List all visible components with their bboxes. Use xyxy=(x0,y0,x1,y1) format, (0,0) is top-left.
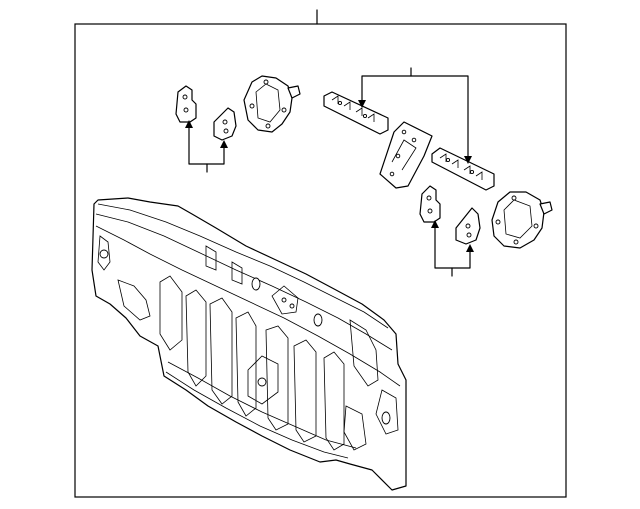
panel-right-rib xyxy=(349,319,379,387)
arrow-head xyxy=(464,156,472,164)
gusset-tab xyxy=(287,85,301,99)
bracket-hole xyxy=(466,232,472,238)
gusset-hole xyxy=(263,79,269,85)
panel-slot xyxy=(205,245,217,271)
bracket-hole xyxy=(427,208,433,214)
gusset-outline xyxy=(491,191,545,249)
arrow-head xyxy=(220,140,228,148)
arrow-head xyxy=(185,120,193,128)
panel-left-pocket xyxy=(117,279,151,321)
bracket-hole xyxy=(183,107,189,113)
gusset-tab xyxy=(539,201,553,215)
left-bracket-pair xyxy=(175,85,237,173)
right-bracket-pair xyxy=(419,185,481,277)
panel-bottom-trim xyxy=(165,371,349,459)
panel-lower-right-pocket xyxy=(343,405,367,451)
left-gusset-plate xyxy=(243,75,301,133)
panel-outline xyxy=(91,197,407,491)
bracket-hole xyxy=(465,223,471,229)
brace-hole xyxy=(395,153,401,159)
panel-rib xyxy=(265,325,289,431)
panel-center-plate xyxy=(247,355,279,405)
right-bracket-a xyxy=(419,185,441,223)
panel-top-flange-line xyxy=(97,203,389,329)
lower-rail-ribs xyxy=(439,153,483,180)
rail-hole xyxy=(337,100,343,106)
rear-body-panel-assembly xyxy=(91,197,407,491)
rail-hole xyxy=(362,113,368,119)
left-bracket-a xyxy=(175,85,197,123)
rail-hole xyxy=(445,157,451,163)
rail-hole xyxy=(469,169,475,175)
lower-rail xyxy=(431,147,495,191)
bracket-hole xyxy=(222,119,228,125)
gusset-hole xyxy=(495,219,501,225)
panel-hole xyxy=(381,411,391,425)
panel-upper-bracket xyxy=(271,285,299,315)
panel-left-inset xyxy=(97,235,111,271)
right-gusset-plate xyxy=(491,191,553,249)
panel-slot xyxy=(231,261,243,285)
gusset-hole xyxy=(249,103,255,109)
brace-inner xyxy=(391,139,417,171)
panel-shelf-lower-line xyxy=(95,225,401,387)
gusset-outline xyxy=(243,75,293,133)
panel-shelf-line xyxy=(95,213,393,351)
gusset-hole xyxy=(281,107,287,113)
arrow-head xyxy=(431,220,439,228)
upper-rail-ribs xyxy=(331,95,375,122)
gusset-hole xyxy=(511,195,517,201)
center-brace-plate xyxy=(379,121,433,189)
panel-hole xyxy=(313,313,323,327)
panel-rib xyxy=(159,275,183,351)
panel-right-pocket xyxy=(375,389,399,435)
arrow-head xyxy=(466,244,474,252)
upper-rail xyxy=(323,91,389,135)
gusset-hole xyxy=(265,123,271,129)
bracket-hole xyxy=(182,94,188,100)
bracket-hole xyxy=(223,128,229,134)
gusset-hole xyxy=(513,239,519,245)
panel-bottom-trim-inner xyxy=(167,361,357,449)
brace-outline xyxy=(379,121,433,189)
brace-hole xyxy=(389,171,395,177)
bracket-hole xyxy=(426,195,432,201)
rails-leader xyxy=(361,75,469,161)
panel-hole xyxy=(257,377,267,387)
brace-hole xyxy=(401,129,407,135)
panel-rib xyxy=(235,311,257,417)
arrow-head xyxy=(358,100,366,108)
panel-rib xyxy=(209,297,233,405)
panel-hole xyxy=(99,249,109,259)
panel-hole xyxy=(289,303,295,309)
panel-hole xyxy=(251,277,261,291)
gusset-hole xyxy=(533,223,539,229)
panel-rib xyxy=(323,351,345,451)
panel-rib xyxy=(185,289,207,387)
center-reinforcement-rails xyxy=(323,67,495,191)
brace-hole xyxy=(411,137,417,143)
diagram-frame xyxy=(74,23,567,498)
panel-hole xyxy=(281,297,287,303)
